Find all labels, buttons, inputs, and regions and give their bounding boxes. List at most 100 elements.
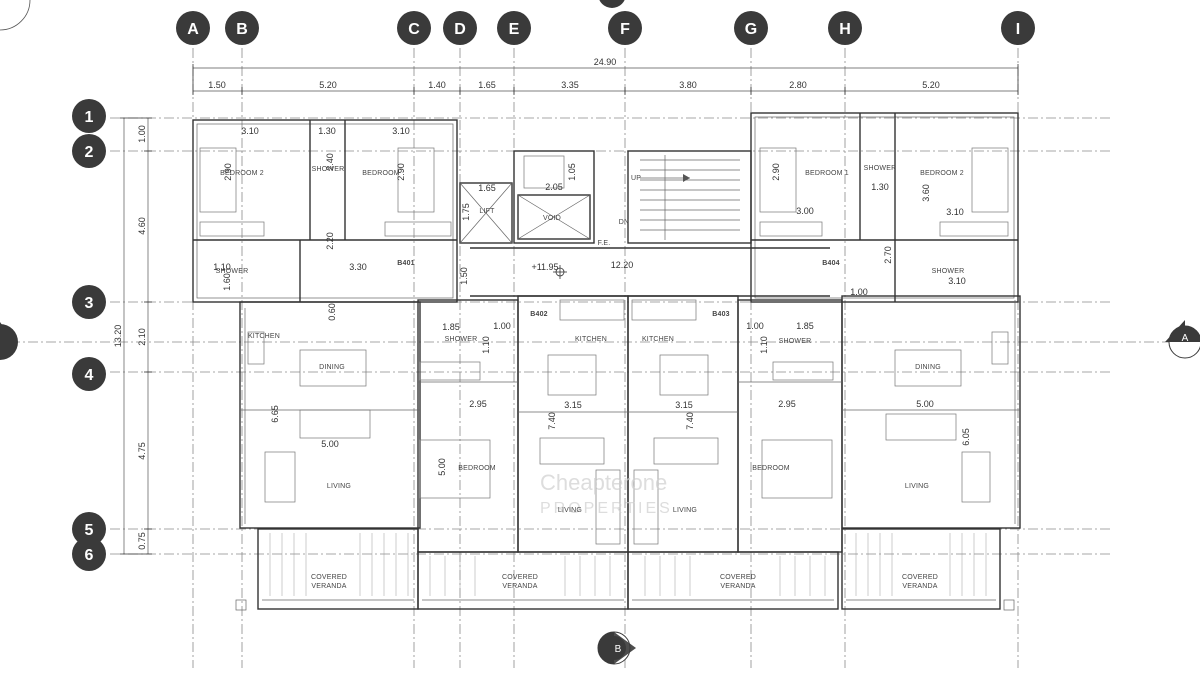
room-label-bedroom1-right: BEDROOM 1 bbox=[805, 170, 849, 177]
unit-label-b402: B402 bbox=[530, 311, 548, 318]
room-dim: 2.20 bbox=[325, 232, 335, 250]
room-labels: BEDROOM 2 SHOWER BEDROOM SHOWER KITCHEN … bbox=[216, 165, 965, 590]
room-dim: 1.10 bbox=[481, 336, 491, 354]
grid-label-1: 1 bbox=[85, 109, 94, 126]
stair-dn-label: DN bbox=[619, 219, 630, 226]
section-label-a: A bbox=[1182, 333, 1189, 344]
room-dim: 2.95 bbox=[778, 399, 796, 409]
grid-label-6: 6 bbox=[85, 547, 94, 564]
veranda-label-1-line2: VERANDA bbox=[311, 583, 346, 590]
section-label-b: B bbox=[615, 644, 622, 655]
room-label-kitchen-left: KITCHEN bbox=[248, 333, 280, 340]
grid-label-d: D bbox=[454, 21, 466, 38]
room-label-lift: LIFT bbox=[479, 208, 495, 215]
veranda-label-3-line2: VERANDA bbox=[720, 583, 755, 590]
room-label-bedroom2-left: BEDROOM 2 bbox=[220, 170, 264, 177]
left-dim-4: 4.75 bbox=[137, 442, 147, 460]
veranda-label-2-line1: COVERED bbox=[502, 574, 538, 581]
grid-label-f: F bbox=[620, 21, 630, 38]
room-dim: 1.85 bbox=[796, 321, 814, 331]
room-dim: 1.00 bbox=[850, 287, 868, 297]
room-label-bedroom-top-left: BEDROOM bbox=[362, 170, 400, 177]
watermark-line1: Cheapterone bbox=[540, 470, 667, 495]
top-dim-2: 5.20 bbox=[319, 80, 337, 90]
grid-bubble-2: 2 bbox=[72, 134, 106, 168]
room-label-dining-left: DINING bbox=[319, 364, 345, 371]
room-dim: 1.00 bbox=[493, 321, 511, 331]
grid-label-e: E bbox=[509, 21, 520, 38]
room-dim: 1.60 bbox=[222, 273, 232, 291]
room-dim: 3.30 bbox=[349, 262, 367, 272]
overall-width-dim: 24.90 bbox=[594, 57, 617, 67]
room-dim: 2.70 bbox=[883, 246, 893, 264]
room-dim: 2.90 bbox=[396, 163, 406, 181]
room-label-shower-right: SHOWER bbox=[932, 268, 965, 275]
unit-label-b404: B404 bbox=[822, 260, 840, 267]
room-dim: 3.15 bbox=[564, 400, 582, 410]
grid-bubble-5: 5 bbox=[72, 512, 106, 546]
room-dim: 3.10 bbox=[946, 207, 964, 217]
room-dim: 3.00 bbox=[796, 206, 814, 216]
room-dim: 7.40 bbox=[547, 412, 557, 430]
grid-label-2: 2 bbox=[85, 144, 94, 161]
top-dim-7: 2.80 bbox=[789, 80, 807, 90]
room-dim: 1.65 bbox=[478, 183, 496, 193]
veranda-label-2-line2: VERANDA bbox=[502, 583, 537, 590]
room-label-living-right: LIVING bbox=[905, 483, 929, 490]
corridor-dim: 12.20 bbox=[611, 260, 634, 270]
room-label-living-left: LIVING bbox=[327, 483, 351, 490]
room-label-shower-left: SHOWER bbox=[216, 268, 249, 275]
room-label-living-mid-right: LIVING bbox=[673, 507, 697, 514]
room-label-void: VOID bbox=[543, 215, 561, 222]
room-dim: 2.40 bbox=[325, 153, 335, 171]
walls bbox=[192, 112, 1021, 611]
room-label-shower-mid-left: SHOWER bbox=[445, 336, 478, 343]
left-dimensions: 13.20 1.00 4.60 2.10 4.75 0.75 bbox=[113, 117, 152, 555]
unit-label-b403: B403 bbox=[712, 311, 730, 318]
room-dim: 1.75 bbox=[461, 203, 471, 221]
grid-label-i: I bbox=[1016, 21, 1020, 38]
grid-bubble-d: D bbox=[443, 11, 477, 45]
furniture bbox=[199, 147, 1009, 545]
grid-label-3: 3 bbox=[85, 295, 94, 312]
left-dim-5: 0.75 bbox=[137, 532, 147, 550]
grid-label-4: 4 bbox=[85, 367, 94, 384]
room-dim: 3.10 bbox=[241, 126, 259, 136]
left-overall-dim: 13.20 bbox=[113, 325, 123, 348]
section-marker-a-right: A bbox=[1165, 320, 1200, 359]
grid-bubble-i: I bbox=[1001, 11, 1035, 45]
room-dim: 3.15 bbox=[675, 400, 693, 410]
room-label-bedroom-mid-left: BEDROOM bbox=[458, 465, 496, 472]
room-label-shower-top-left: SHOWER bbox=[312, 166, 345, 173]
section-marker-a-left bbox=[0, 322, 18, 360]
room-dim: 2.95 bbox=[469, 399, 487, 409]
grid-bubble-e: E bbox=[497, 11, 531, 45]
room-dim: 6.65 bbox=[270, 405, 280, 423]
grid-label-b: B bbox=[236, 21, 248, 38]
level-target-icon bbox=[553, 265, 567, 279]
room-dim: 1.05 bbox=[567, 163, 577, 181]
grid-bubble-3: 3 bbox=[72, 285, 106, 319]
room-label-shower-top-right: SHOWER bbox=[864, 165, 897, 172]
unit-labels: B401 B402 B403 B404 +11.95 12.20 bbox=[397, 260, 840, 318]
veranda-hatching bbox=[269, 533, 987, 596]
room-label-kitchen-mid-right: KITCHEN bbox=[642, 336, 674, 343]
room-label-bedroom2-right: BEDROOM 2 bbox=[920, 170, 964, 177]
grid-label-g: G bbox=[745, 21, 757, 38]
fire-extinguisher-label: F.E. bbox=[598, 240, 611, 247]
column-bubbles: A B C D E F G H I bbox=[0, 0, 1035, 45]
section-marker-b: B bbox=[597, 631, 636, 665]
grid-bubble-c: C bbox=[397, 11, 431, 45]
room-label-kitchen-mid-left: KITCHEN bbox=[575, 336, 607, 343]
room-dim: 0.60 bbox=[327, 303, 337, 321]
grid-bubble-h: H bbox=[828, 11, 862, 45]
grid-label-h: H bbox=[839, 21, 851, 38]
top-dimensions: 24.90 1.50 5.20 1.40 1.65 3.35 3.80 2.80… bbox=[192, 57, 1019, 95]
room-dim: 2.90 bbox=[223, 163, 233, 181]
grid-bubble-g: G bbox=[734, 11, 768, 45]
top-dim-5: 3.35 bbox=[561, 80, 579, 90]
watermark: Cheapterone PROPERTIES bbox=[540, 470, 670, 517]
room-dim: 1.10 bbox=[213, 262, 231, 272]
stair-up-label: UP bbox=[631, 175, 641, 182]
